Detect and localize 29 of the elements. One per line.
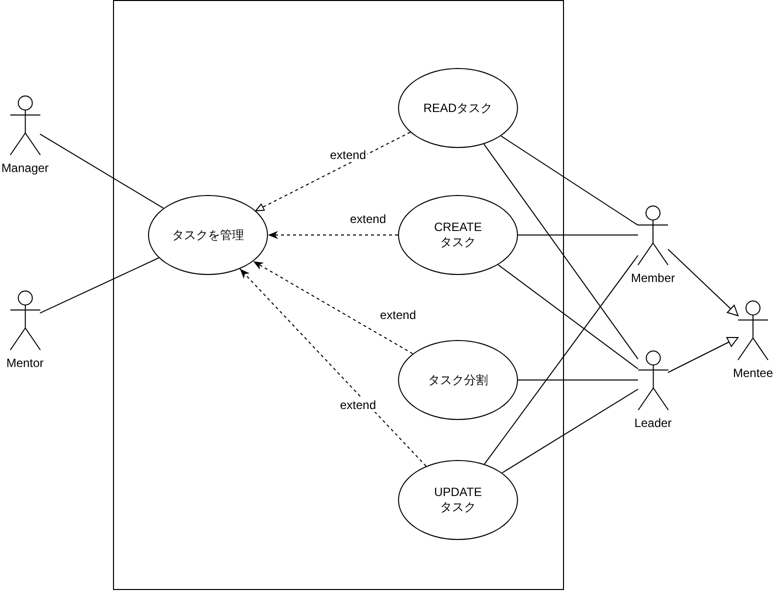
edge-label: extend <box>378 308 418 322</box>
dashed-arrow <box>252 260 414 354</box>
use-case-name: UPDATE タスク <box>433 485 483 515</box>
connector-line <box>498 264 638 370</box>
use-case-name: タスクを管理 <box>172 228 244 242</box>
dashed-arrow <box>255 132 411 212</box>
connector-line <box>40 134 164 209</box>
arrow <box>668 337 738 373</box>
use-case-name: タスク分割 <box>428 372 488 388</box>
connector-line <box>484 254 638 465</box>
use-case-name: READタスク <box>423 100 493 116</box>
connector-line <box>483 144 638 360</box>
connector-line <box>502 388 638 474</box>
connector-line <box>40 257 160 314</box>
edge-label: extend <box>338 398 378 412</box>
edge-label: extend <box>348 212 388 226</box>
connector-line <box>500 135 638 226</box>
actor-name: Mentor <box>6 356 44 370</box>
arrow <box>668 248 738 316</box>
dashed-arrow <box>268 231 398 239</box>
system-boundary <box>113 0 564 590</box>
actor-name: Manager <box>1 161 49 175</box>
actor-name: Member <box>631 271 675 285</box>
connector-line <box>518 234 638 236</box>
actor-name: Mentee <box>732 366 774 380</box>
dashed-arrow <box>239 268 427 467</box>
use-case-name: CREATE タスク <box>433 220 483 250</box>
edge-label: extend <box>328 148 368 162</box>
actor-name: Leader <box>634 416 672 430</box>
